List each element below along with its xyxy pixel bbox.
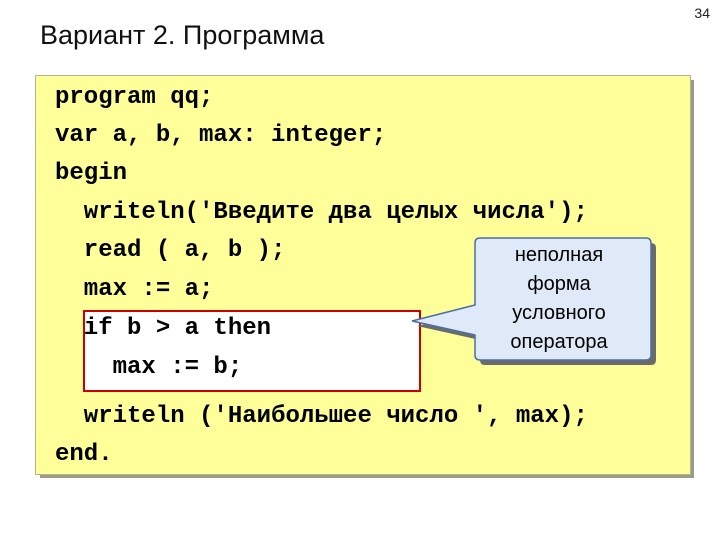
code-line-max-assign: max := a;	[55, 276, 214, 303]
page-number: 34	[694, 5, 710, 21]
code-line-max-b: max := b;	[55, 354, 243, 381]
code-line-program: program qq;	[55, 84, 214, 111]
code-line-end: end.	[55, 441, 113, 468]
callout-line-3: условного	[512, 302, 606, 324]
code-line-writeln-prompt: writeln('Введите два целых числа');	[55, 199, 588, 226]
code-line-read: read ( a, b );	[55, 237, 286, 264]
code-line-var: var a, b, max: integer;	[55, 122, 387, 149]
code-line-writeln-result: writeln ('Наибольшее число ', max);	[55, 403, 588, 430]
code-line-if: if b > a then	[55, 315, 272, 342]
slide-title: Вариант 2. Программа	[40, 20, 325, 50]
if-statement-highlight-frame	[83, 310, 421, 392]
code-line-begin: begin	[55, 160, 128, 187]
callout-shape	[411, 237, 656, 365]
callout-line-2: форма	[527, 273, 591, 295]
callout-line-4: оператора	[510, 331, 608, 353]
callout-line-1: неполная	[514, 244, 604, 266]
callout-text: неполная форма условного оператора	[470, 238, 648, 360]
